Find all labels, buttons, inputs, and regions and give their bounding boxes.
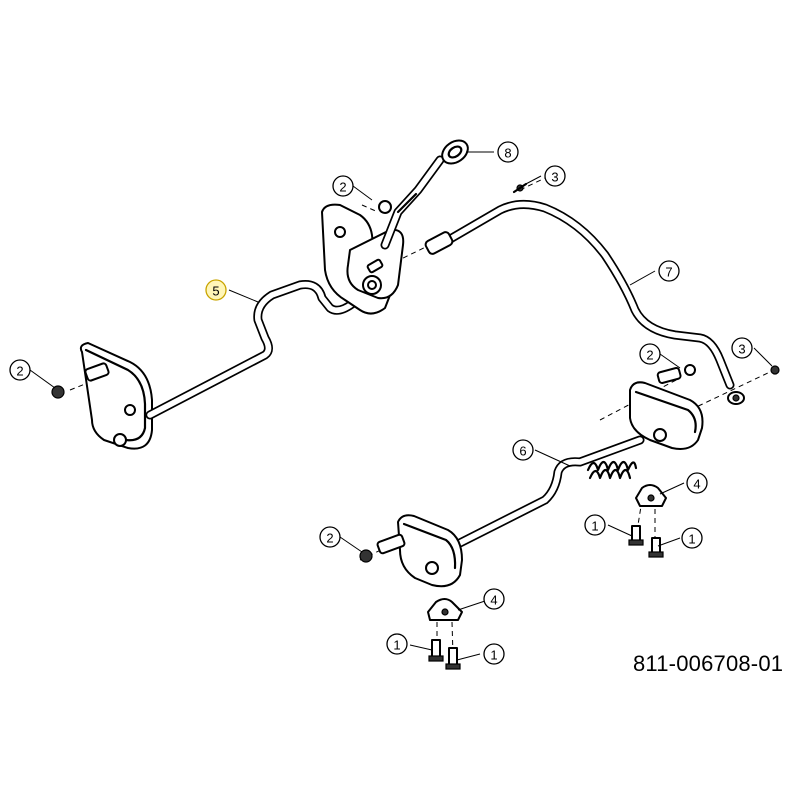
svg-text:3: 3: [551, 170, 558, 185]
callout-6: 6: [512, 439, 534, 461]
callout-1-lower-left: 1: [386, 633, 408, 655]
upper-center-bracket: [321, 200, 405, 315]
bolt-right-right: [648, 537, 664, 558]
lower-clamp: [427, 598, 463, 621]
svg-text:3: 3: [738, 342, 745, 357]
callout-leaders: [29, 151, 773, 661]
svg-text:5: 5: [212, 284, 219, 299]
svg-text:8: 8: [504, 146, 511, 161]
callout-3-upper: 3: [544, 165, 566, 187]
callout-8: 8: [497, 141, 519, 163]
svg-text:1: 1: [490, 648, 497, 663]
svg-text:2: 2: [326, 531, 333, 546]
svg-text:2: 2: [339, 180, 346, 195]
svg-text:2: 2: [646, 348, 653, 363]
callout-2-lower: 2: [319, 526, 341, 548]
svg-text:7: 7: [665, 265, 672, 280]
callout-7: 7: [658, 260, 680, 282]
spring: [586, 460, 638, 480]
bolt-right-left: [628, 525, 644, 546]
callout-2-upper: 2: [332, 175, 354, 197]
svg-text:4: 4: [693, 477, 700, 492]
callout-3-right: 3: [731, 337, 753, 359]
callouts: 2 2 2 2 3 3 4 4: [9, 141, 753, 665]
right-pivot-bracket: [629, 364, 780, 450]
callout-1-right-left: 1: [584, 514, 606, 536]
callout-2-left: 2: [9, 359, 31, 381]
long-curved-rod: [424, 182, 745, 405]
callout-5: 5: [205, 279, 227, 301]
svg-text:1: 1: [393, 638, 400, 653]
svg-text:1: 1: [688, 532, 695, 547]
bolt-lower-right: [445, 647, 461, 670]
bolt-lower-left: [428, 639, 444, 662]
svg-text:6: 6: [519, 444, 526, 459]
svg-text:4: 4: [490, 593, 497, 608]
lower-cross-rod: [445, 435, 645, 553]
callout-4-lower: 4: [483, 588, 505, 610]
callout-2-right: 2: [639, 343, 661, 365]
right-clamp: [635, 484, 667, 507]
left-pivot-bracket: [51, 342, 153, 450]
callout-4-right: 4: [686, 472, 708, 494]
callout-1-right-right: 1: [681, 527, 703, 549]
part-number-label: 811-006708-01: [633, 651, 784, 676]
svg-text:1: 1: [591, 519, 598, 534]
callout-1-lower-right: 1: [483, 643, 505, 665]
lower-pivot-bracket: [359, 514, 463, 588]
upper-cross-rod: [145, 280, 357, 420]
svg-text:2: 2: [16, 364, 23, 379]
handle-lever: [380, 139, 469, 250]
bolts: [428, 525, 664, 670]
